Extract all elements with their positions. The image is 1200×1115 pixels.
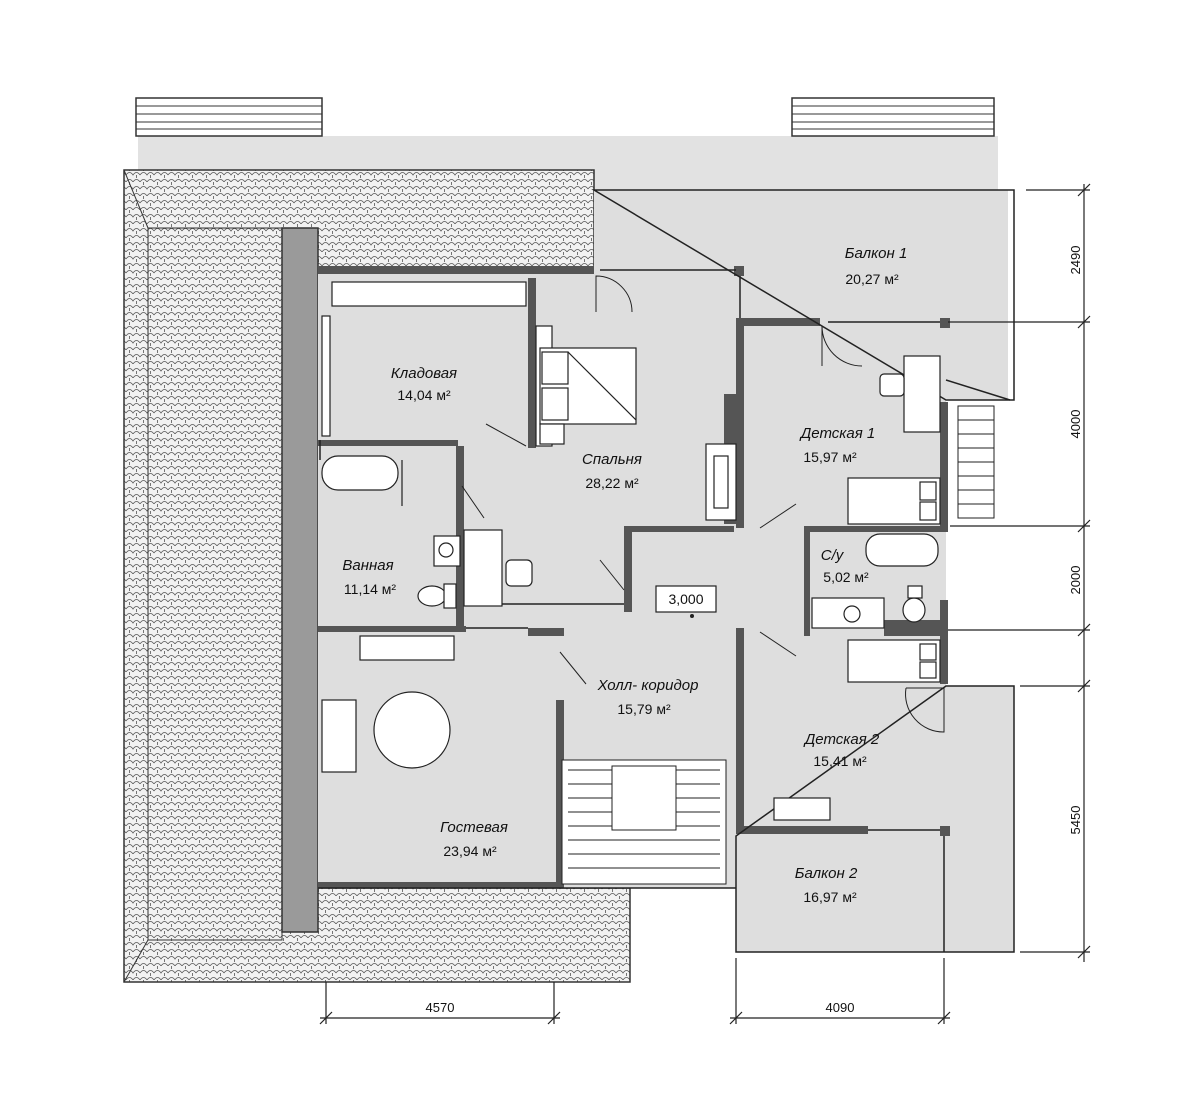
dimension-labels-right: 2490 4000 2000 5450 bbox=[1068, 246, 1083, 835]
dim-bottom-2: 4090 bbox=[826, 1000, 855, 1015]
chimney-right bbox=[791, 97, 995, 137]
ridge-beam bbox=[281, 227, 319, 933]
room-area-kids1: 15,97 м² bbox=[803, 449, 857, 465]
room-name-hall: Холл- коридор bbox=[597, 677, 699, 694]
balcony-2-outline bbox=[735, 685, 1015, 953]
dim-right-4: 5450 bbox=[1068, 806, 1083, 835]
door-swings bbox=[461, 275, 945, 733]
room-area-bedroom: 28,22 м² bbox=[585, 475, 639, 491]
exterior-steps bbox=[957, 405, 995, 519]
dimension-chain-bottom bbox=[319, 958, 951, 1025]
level-mark: 3,000 bbox=[668, 591, 703, 607]
balcony-1-outline bbox=[591, 189, 1015, 401]
room-area-guest: 23,94 м² bbox=[443, 843, 497, 859]
stairs bbox=[561, 759, 727, 885]
furniture bbox=[321, 281, 941, 821]
room-name-balcony1: Балкон 1 bbox=[845, 245, 908, 262]
room-area-bathroom: 11,14 м² bbox=[344, 581, 397, 597]
room-area-storage: 14,04 м² bbox=[397, 387, 451, 403]
room-name-guest: Гостевая bbox=[440, 819, 508, 836]
dimension-labels-bottom: 4570 4090 bbox=[426, 1000, 855, 1015]
room-name-wc: С/у bbox=[821, 547, 845, 564]
level-marker: 3,000 bbox=[655, 585, 717, 618]
room-area-balcony2: 16,97 м² bbox=[803, 889, 857, 905]
room-area-hall: 15,79 м² bbox=[617, 701, 671, 717]
room-name-balcony2: Балкон 2 bbox=[795, 865, 858, 882]
dim-right-2: 4000 bbox=[1068, 410, 1083, 439]
room-name-bathroom: Ванная bbox=[342, 557, 393, 574]
room-area-balcony1: 20,27 м² bbox=[845, 271, 899, 287]
room-name-kids2: Детская 2 bbox=[803, 731, 880, 748]
dimension-chain-right bbox=[948, 183, 1091, 962]
room-labels: Балкон 1 20,27 м² Кладовая 14,04 м² Спал… bbox=[342, 245, 907, 905]
dim-bottom-1: 4570 bbox=[426, 1000, 455, 1015]
room-area-kids2: 15,41 м² bbox=[813, 753, 867, 769]
dim-right-3: 2000 bbox=[1068, 566, 1083, 595]
dim-right-1: 2490 bbox=[1068, 246, 1083, 275]
thin-lines bbox=[318, 269, 1011, 952]
room-name-storage: Кладовая bbox=[391, 365, 457, 382]
chimney-left bbox=[135, 97, 323, 137]
room-name-bedroom: Спальня bbox=[582, 451, 642, 468]
room-area-wc: 5,02 м² bbox=[823, 569, 869, 585]
room-name-kids1: Детская 1 bbox=[799, 425, 876, 442]
